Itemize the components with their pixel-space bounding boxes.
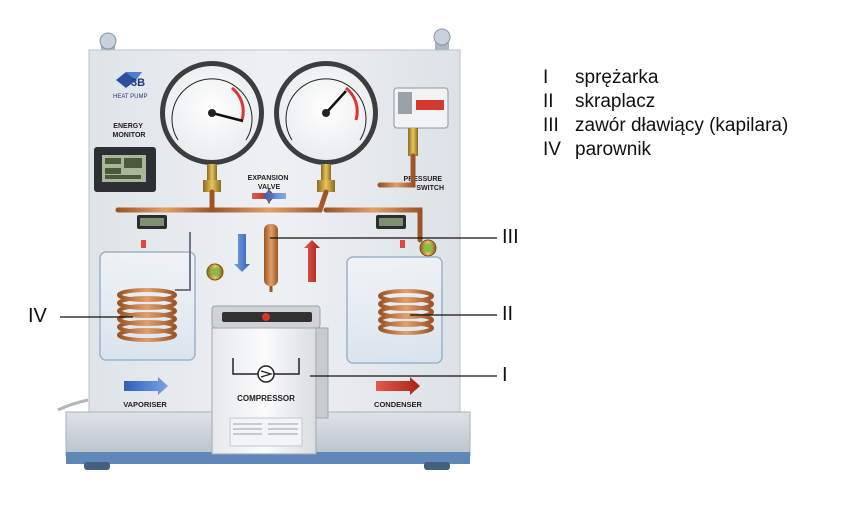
callout-lines xyxy=(60,237,497,377)
legend-item: II skraplacz xyxy=(543,90,788,114)
pressure-switch-label-1: PRESSURE xyxy=(404,176,443,183)
vaporiser-marker: VAPORISER xyxy=(123,377,168,409)
compressor-unit: COMPRESSOR xyxy=(211,305,329,455)
expansion-valve-label: EXPANSION VALVE xyxy=(248,175,291,204)
condenser-tank xyxy=(346,256,443,364)
product-text: HEAT PUMP xyxy=(113,94,147,100)
condenser-label: CONDENSER xyxy=(374,400,423,409)
condenser-marker: CONDENSER xyxy=(374,377,423,409)
led-right xyxy=(400,240,405,248)
energy-monitor-label-1: ENERGY xyxy=(113,123,143,130)
led-left xyxy=(141,240,146,248)
expansion-valve-label-2: VALVE xyxy=(258,184,281,191)
temp-display-left xyxy=(137,215,167,229)
legend-item: I sprężarka xyxy=(543,66,788,90)
compressor-label: COMPRESSOR xyxy=(237,394,295,403)
svg-text:EXPANSION VALVE: EXPANSION VALVE xyxy=(248,175,291,191)
vaporiser-label: VAPORISER xyxy=(123,400,167,409)
pressure-switch: PRESSURE SWITCH xyxy=(393,87,449,192)
legend-text: skraplacz xyxy=(575,91,656,112)
callout-expansion-valve: III xyxy=(502,226,519,248)
legend-text: parownik xyxy=(575,139,652,160)
sight-glass-right xyxy=(419,239,437,257)
legend-text: sprężarka xyxy=(575,67,659,88)
expansion-valve-label-1: EXPANSION xyxy=(248,175,289,182)
component-legend: I sprężarka II skraplacz III zawór dławi… xyxy=(543,66,788,162)
legend-item: IV parownik xyxy=(543,138,788,162)
legend-number: IV xyxy=(543,139,561,160)
expansion-valve-capillary xyxy=(264,224,278,292)
copper-piping xyxy=(115,153,423,333)
legend-number: II xyxy=(543,91,554,112)
callout-condenser: II xyxy=(502,303,514,325)
legend-item: III zawór dławiący (kapilara) xyxy=(543,114,788,138)
callout-vaporiser: IV xyxy=(28,305,47,327)
right-pressure-gauge xyxy=(274,61,378,192)
energy-monitor: ENERGY MONITOR xyxy=(94,123,156,192)
sight-glass-left xyxy=(206,263,224,281)
callout-compressor: I xyxy=(502,364,508,386)
legend-number: I xyxy=(543,67,549,88)
legend-number: III xyxy=(543,115,559,136)
logo-text: 3B xyxy=(131,77,145,89)
legend-text: zawór dławiący (kapilara) xyxy=(575,115,789,136)
temp-display-right xyxy=(376,215,406,229)
svg-text:ENERGY MONITOR: ENERGY MONITOR xyxy=(113,123,146,139)
svg-text:PRESSURE SWITCH: PRESSURE SWITCH xyxy=(404,176,444,192)
panel-flow-arrows xyxy=(234,234,320,282)
brand-logo: 3B HEAT PUMP xyxy=(113,72,147,100)
energy-monitor-label-2: MONITOR xyxy=(113,132,146,139)
vaporiser-tank xyxy=(99,232,196,361)
pressure-switch-label-2: SWITCH xyxy=(416,185,444,192)
left-pressure-gauge xyxy=(160,61,264,192)
